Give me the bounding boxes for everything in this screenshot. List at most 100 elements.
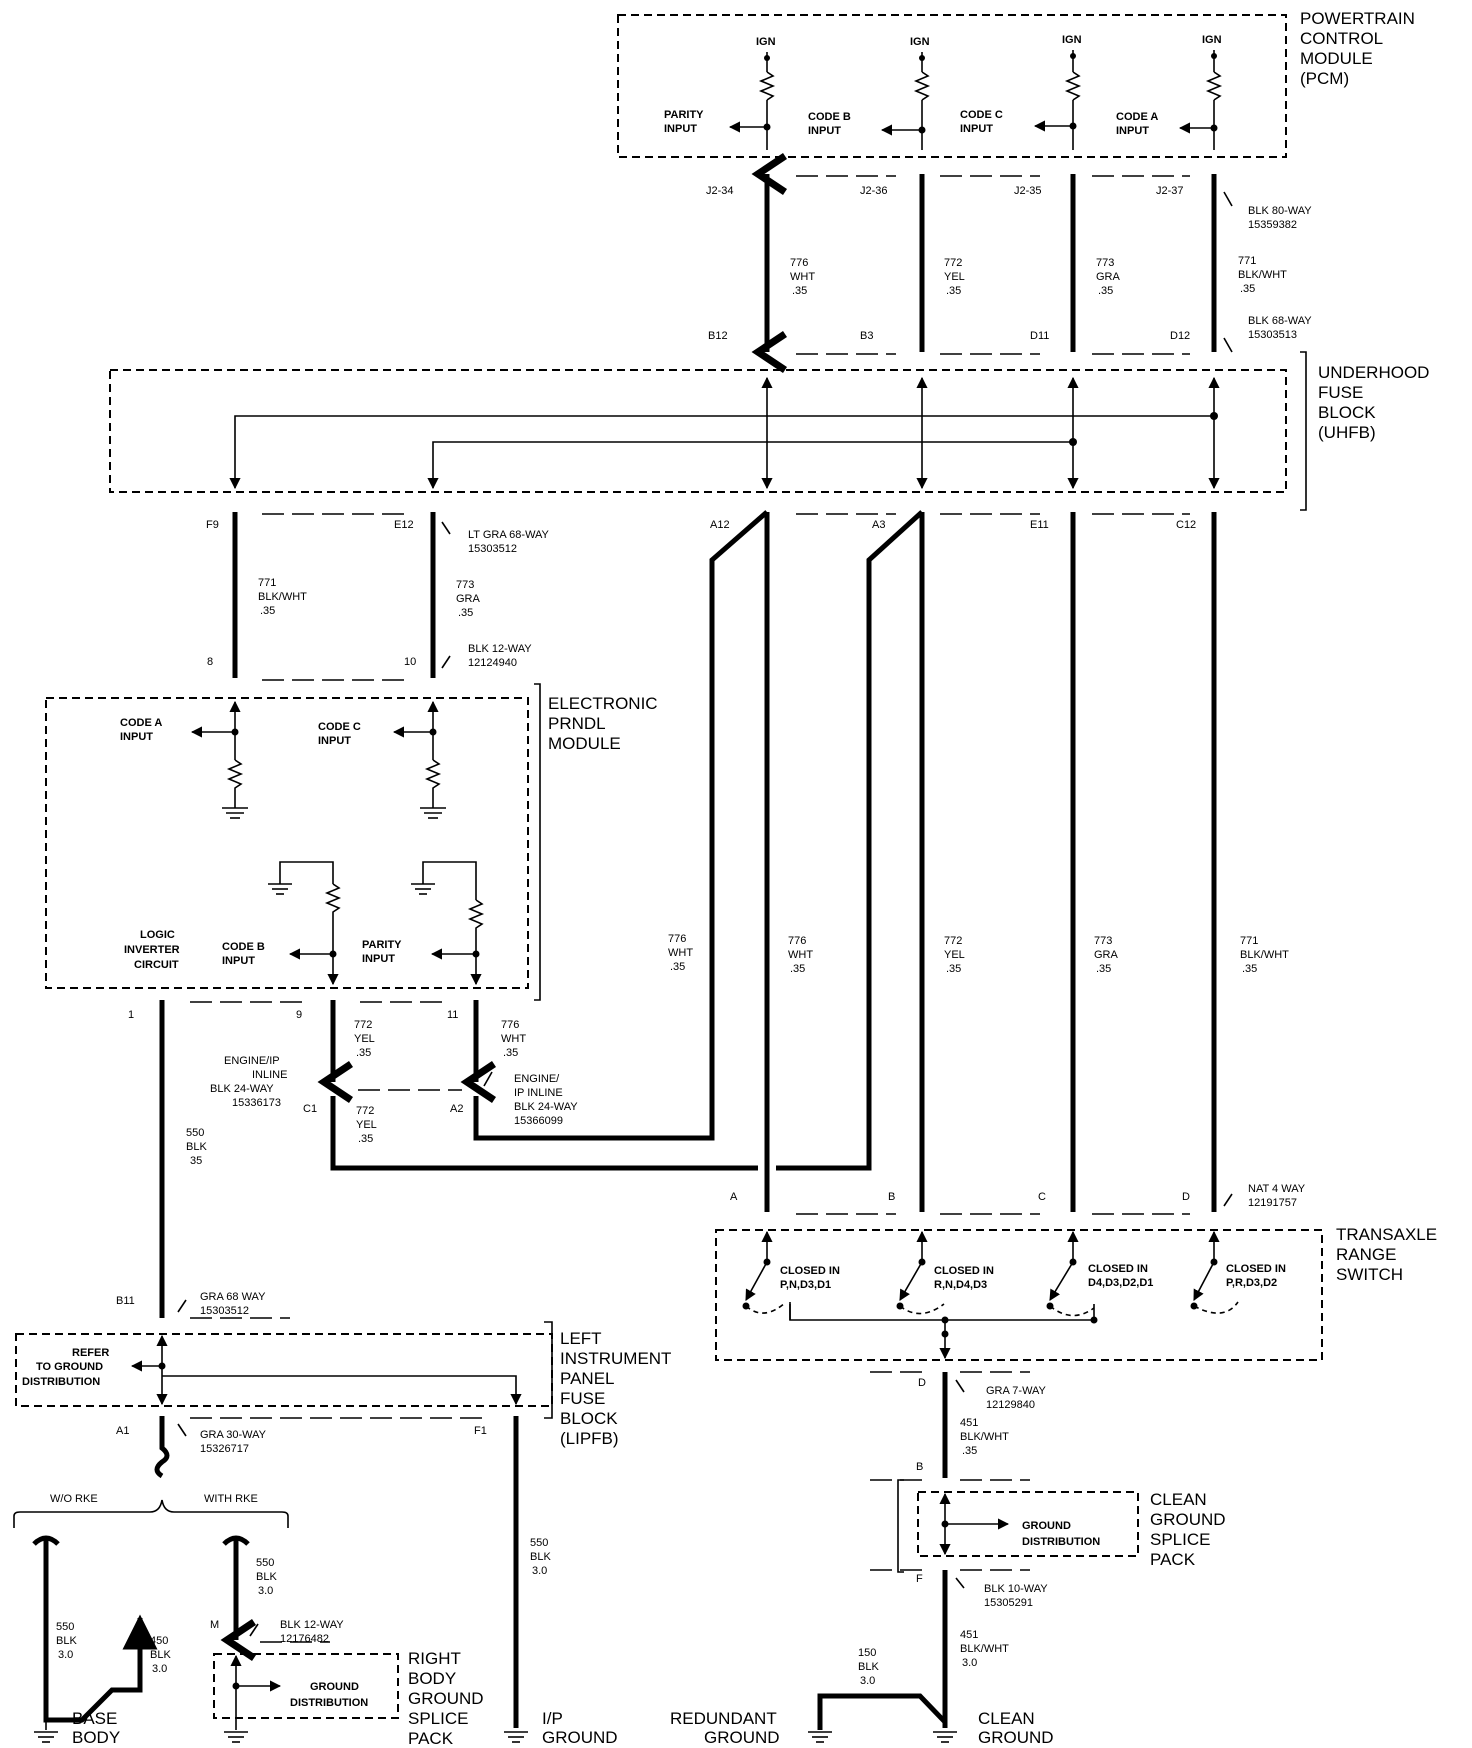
lipfb-refer-3: DISTRIBUTION <box>22 1376 100 1388</box>
trs-switch-2: CLOSED IN R,N,D4,D3 <box>896 1230 994 1315</box>
pcm-connector: J2-34 J2-36 J2-35 J2-37 BLK 80-WAY 15359… <box>706 175 1312 231</box>
w772-num-5: 772 <box>944 935 962 947</box>
prndl-code-b-2: INPUT <box>222 955 255 967</box>
rke-without: W/O RKE <box>50 1493 98 1505</box>
prndl-title-3: MODULE <box>548 734 621 753</box>
pin-e11: E11 <box>1030 519 1049 531</box>
w451-size: .35 <box>962 1445 977 1457</box>
w550-base-color: BLK <box>56 1635 77 1647</box>
lipfb-title-5: BLOCK <box>560 1409 618 1428</box>
inline-right-2: IP INLINE <box>514 1087 563 1099</box>
w772-size: .35 <box>946 285 961 297</box>
pin-c1: C1 <box>303 1103 317 1115</box>
pcm-ign-4: IGN CODE A INPUT <box>1116 34 1223 150</box>
trs-title-1: TRANSAXLE <box>1336 1225 1437 1244</box>
w550-3-color: BLK <box>530 1551 551 1563</box>
parity-input-label-1: PARITY <box>664 109 704 121</box>
pin-d12: D12 <box>1170 330 1190 342</box>
w771-num: 771 <box>1238 255 1256 267</box>
inline-left-1: ENGINE/IP <box>224 1055 280 1067</box>
code-a-input-label-1: CODE A <box>1116 111 1158 123</box>
w772-num: 772 <box>944 257 962 269</box>
prndl-code-b-1: CODE B <box>222 941 265 953</box>
w776-size-5: .35 <box>790 963 805 975</box>
clean-ground-2: GROUND <box>978 1728 1054 1747</box>
w550-3-num: 550 <box>530 1537 548 1549</box>
pin-j2-35: J2-35 <box>1014 185 1042 197</box>
w772-num-4: 772 <box>356 1105 374 1117</box>
clean-ground-1: CLEAN <box>978 1709 1035 1728</box>
w776-size-4: .35 <box>670 961 685 973</box>
w772-color-4: YEL <box>356 1119 377 1131</box>
base-body-2: BODY <box>72 1728 120 1747</box>
lipfb-title-3: PANEL <box>560 1369 615 1388</box>
svg-text:SPLICE: SPLICE <box>1150 1530 1210 1549</box>
pin-cgsp-b: B <box>916 1461 923 1473</box>
pin-b: B <box>888 1191 895 1203</box>
trs-sw2-1: CLOSED IN <box>934 1265 994 1277</box>
trs-title-2: RANGE <box>1336 1245 1396 1264</box>
lipfb-title-1: LEFT <box>560 1329 602 1348</box>
w550-size: 35 <box>190 1155 202 1167</box>
svg-text:BLOCK: BLOCK <box>560 1409 618 1428</box>
w776-num: 776 <box>790 257 808 269</box>
w772-num-3: 772 <box>354 1019 372 1031</box>
svg-text:WHT: WHT <box>790 271 815 283</box>
svg-text:776: 776 <box>790 257 808 269</box>
w773-num: 773 <box>1096 257 1114 269</box>
pcm-module: POWERTRAIN CONTROL MODULE (PCM) IGN PARI… <box>617 9 1415 158</box>
w451-color: BLK/WHT <box>960 1431 1009 1443</box>
cgsp-title-4: PACK <box>1150 1550 1196 1569</box>
svg-text:GROUND: GROUND <box>1150 1510 1226 1529</box>
w451-num-2: 451 <box>960 1629 978 1641</box>
w776-color: WHT <box>790 271 815 283</box>
pin-c12: C12 <box>1176 519 1196 531</box>
uhfb-title-2: FUSE <box>1318 383 1363 402</box>
pin-a1: A1 <box>116 1425 129 1437</box>
pin-9: 9 <box>296 1009 302 1021</box>
logic-inverter-3: CIRCUIT <box>134 959 179 971</box>
rbgsp-title-2: BODY <box>408 1669 456 1688</box>
trs-switch-3: CLOSED IN D4,D3,D2,D1 <box>1046 1230 1153 1317</box>
uhfb-top-connector: B12 B3 D11 D12 BLK 68-WAY 15303513 <box>708 315 1312 355</box>
svg-text:(PCM): (PCM) <box>1300 69 1349 88</box>
base-body-ground-path: 550 BLK 3.0 450 BLK 3.0 BASE BODY <box>32 1535 171 1747</box>
svg-text:.35: .35 <box>946 285 961 297</box>
conn-lipfb-out-part: 15326717 <box>200 1443 249 1455</box>
uhfb-title-3: BLOCK <box>1318 403 1376 422</box>
trs-sw2-2: R,N,D4,D3 <box>934 1279 987 1291</box>
prndl-code-a-2: INPUT <box>120 731 153 743</box>
prndl-title-1: ELECTRONIC <box>548 694 658 713</box>
ground-symbol <box>504 1731 528 1743</box>
svg-text:UNDERHOOD: UNDERHOOD <box>1318 363 1429 382</box>
inline-left-4: 15336173 <box>232 1097 281 1109</box>
rbgsp-title-4: SPLICE <box>408 1709 468 1728</box>
pin-10: 10 <box>404 656 416 668</box>
svg-text:(UHFB): (UHFB) <box>1318 423 1376 442</box>
pin-8: 8 <box>207 656 213 668</box>
pin-j2-36: J2-36 <box>860 185 888 197</box>
w771-num-2: 771 <box>258 577 276 589</box>
prndl-parity-2: INPUT <box>362 953 395 965</box>
pin-a2: A2 <box>450 1103 463 1115</box>
svg-text:PACK: PACK <box>408 1729 454 1748</box>
w776-num-4: 776 <box>668 933 686 945</box>
lipfb-refer-1: REFER <box>72 1347 109 1359</box>
svg-text:RIGHT: RIGHT <box>408 1649 461 1668</box>
w150-num: 150 <box>858 1647 876 1659</box>
conn-uhfb-top-name: BLK 68-WAY <box>1248 315 1312 327</box>
w550-3-size: 3.0 <box>532 1565 547 1577</box>
w776-size: .35 <box>792 285 807 297</box>
conn-rbgsp-part: 12176482 <box>280 1633 329 1645</box>
svg-text:GROUND: GROUND <box>408 1689 484 1708</box>
w450-color: BLK <box>150 1649 171 1661</box>
conn-pcm-part: 15359382 <box>1248 219 1297 231</box>
ground-symbol <box>933 1731 957 1743</box>
code-c-input-label-1: CODE C <box>960 109 1003 121</box>
trs-sw4-1: CLOSED IN <box>1226 1263 1286 1275</box>
cgsp-label-2: DISTRIBUTION <box>1022 1536 1100 1548</box>
pin-m: M <box>210 1619 219 1631</box>
rbgsp-title-1: RIGHT <box>408 1649 461 1668</box>
inline-left-3: BLK 24-WAY <box>210 1083 274 1095</box>
